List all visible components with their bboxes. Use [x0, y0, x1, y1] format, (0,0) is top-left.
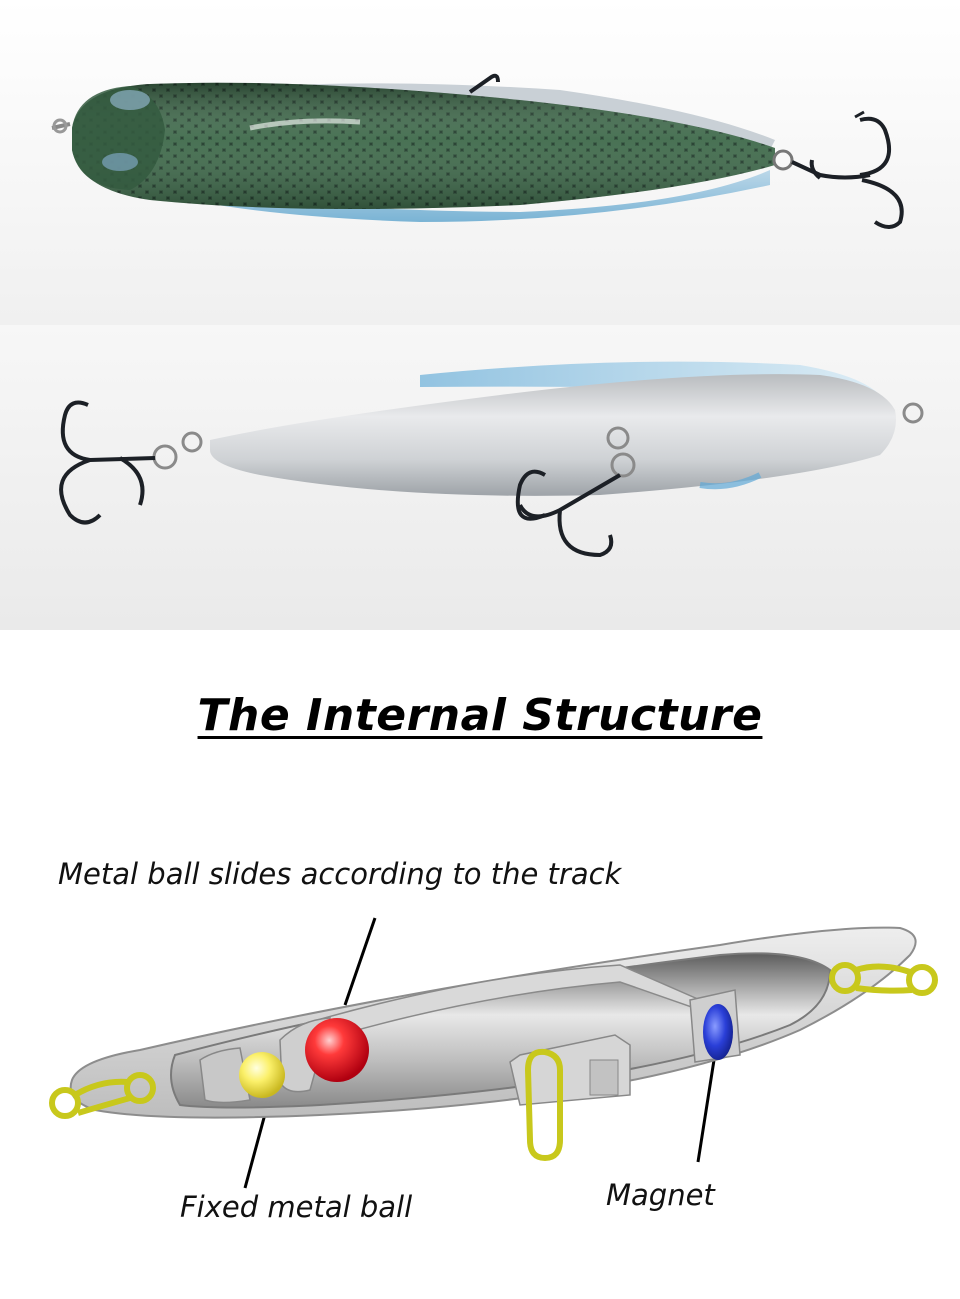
label-sliding-ball: Metal ball slides according to the track: [58, 857, 622, 891]
label-magnet: Magnet: [606, 1178, 715, 1212]
magnet-disc: [703, 1004, 733, 1060]
sliding-metal-ball: [305, 1018, 369, 1082]
tail-eye-ring: [829, 962, 938, 996]
nose-eye-ring: [49, 1072, 156, 1119]
lure-photo-bottom: [0, 325, 960, 630]
fixed-metal-ball: [239, 1052, 285, 1098]
pointer-line-magnet: [696, 1059, 716, 1163]
lure-photo-top: [0, 0, 960, 325]
internal-structure-diagram: [0, 900, 960, 1200]
belly-hanger-ring: [524, 1048, 563, 1162]
section-title: The Internal Structure: [197, 690, 763, 741]
label-fixed-ball: Fixed metal ball: [180, 1190, 413, 1224]
pointer-line-track: [343, 917, 377, 1006]
